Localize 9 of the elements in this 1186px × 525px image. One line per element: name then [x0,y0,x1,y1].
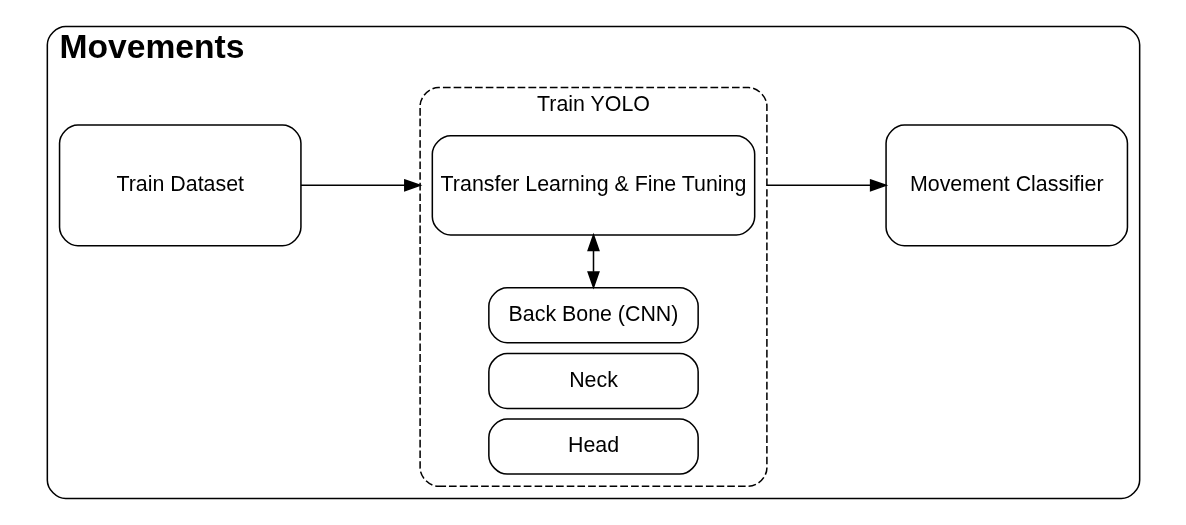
node-box: Transfer Learning & Fine Tuning [431,134,755,236]
arrow [765,178,888,192]
node-box: Neck [487,352,699,410]
arrow [586,232,600,290]
node-box: Movement Classifier [884,124,1128,247]
node-box: Head [487,418,699,475]
node-box: Back Bone (CNN) [487,286,699,344]
node-box: Train Dataset [58,124,302,247]
arrow [299,178,422,192]
